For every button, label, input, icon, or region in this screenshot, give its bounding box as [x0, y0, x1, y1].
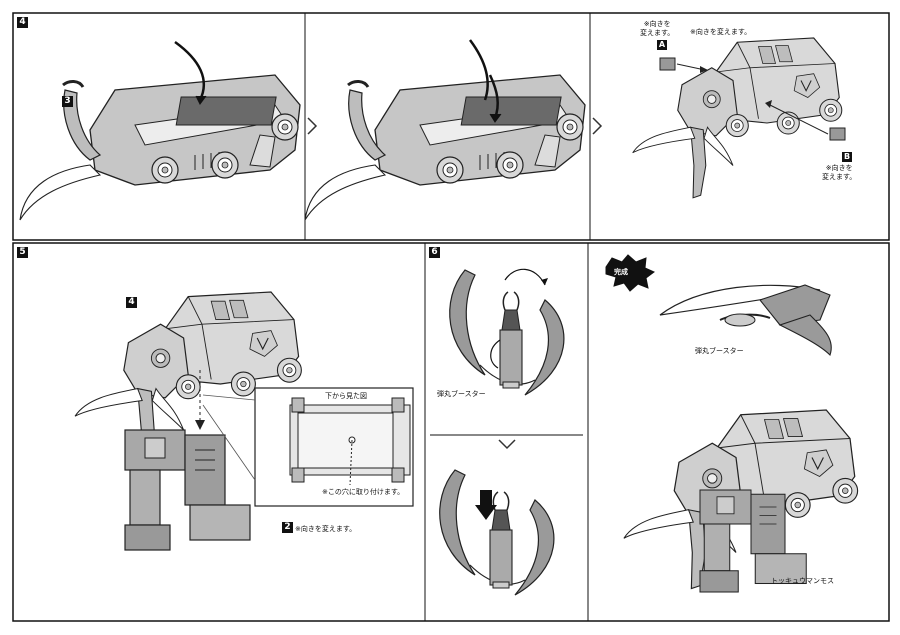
part-number-3: 3 [62, 96, 73, 107]
booster-label-step6: 弾丸ブースター [437, 390, 486, 398]
tag-b: B [842, 152, 852, 162]
note-part-2: ※向きを変えます。 [295, 525, 357, 533]
note-b: ※向きを 変えます。 [822, 164, 857, 181]
booster-label-complete: 弾丸ブースター [695, 347, 744, 355]
tag-a: A [657, 40, 667, 50]
complete-badge: 完成 [614, 268, 628, 276]
complete-burst-icon [605, 254, 655, 292]
part-number-4: 4 [126, 297, 137, 308]
step-number-4: 4 [17, 17, 28, 28]
step-number-6: 6 [429, 247, 440, 258]
step-number-5: 5 [17, 247, 28, 258]
inset-title: 下から見た図 [325, 392, 367, 400]
note-top: ※向きを変えます。 [690, 28, 752, 36]
inset-note: ※この穴に取り付けます。 [322, 488, 405, 496]
note-a: ※向きを 変えます。 [640, 20, 675, 37]
mammoth-label: トッキュウマンモス [771, 577, 834, 585]
part-number-2: 2 [282, 522, 293, 533]
